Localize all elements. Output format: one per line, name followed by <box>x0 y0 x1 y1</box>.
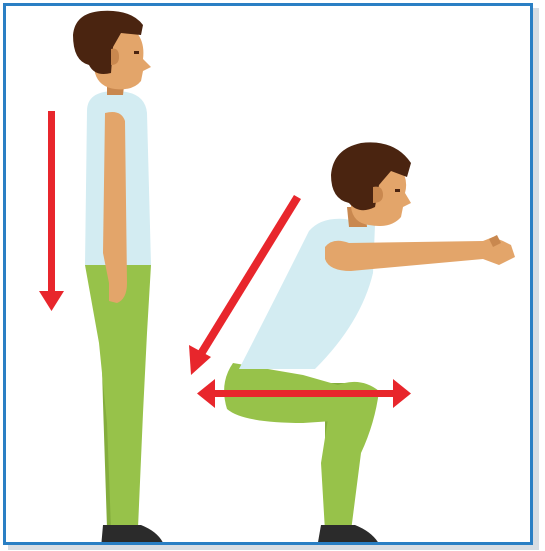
squat-shirt <box>239 219 375 369</box>
standing-leg-front <box>85 265 151 528</box>
squat-shoe <box>317 525 381 545</box>
illustration-frame <box>3 3 533 545</box>
squat-eye <box>395 189 400 192</box>
frame-shadow-right <box>533 8 539 548</box>
standing-shoe <box>101 525 165 545</box>
frame-shadow-bottom <box>8 545 539 550</box>
squatting-figure <box>224 142 515 545</box>
squat-illustration <box>6 6 533 545</box>
lower-down-arrow <box>39 111 64 311</box>
standing-eye <box>134 51 139 54</box>
standing-figure <box>73 11 165 545</box>
